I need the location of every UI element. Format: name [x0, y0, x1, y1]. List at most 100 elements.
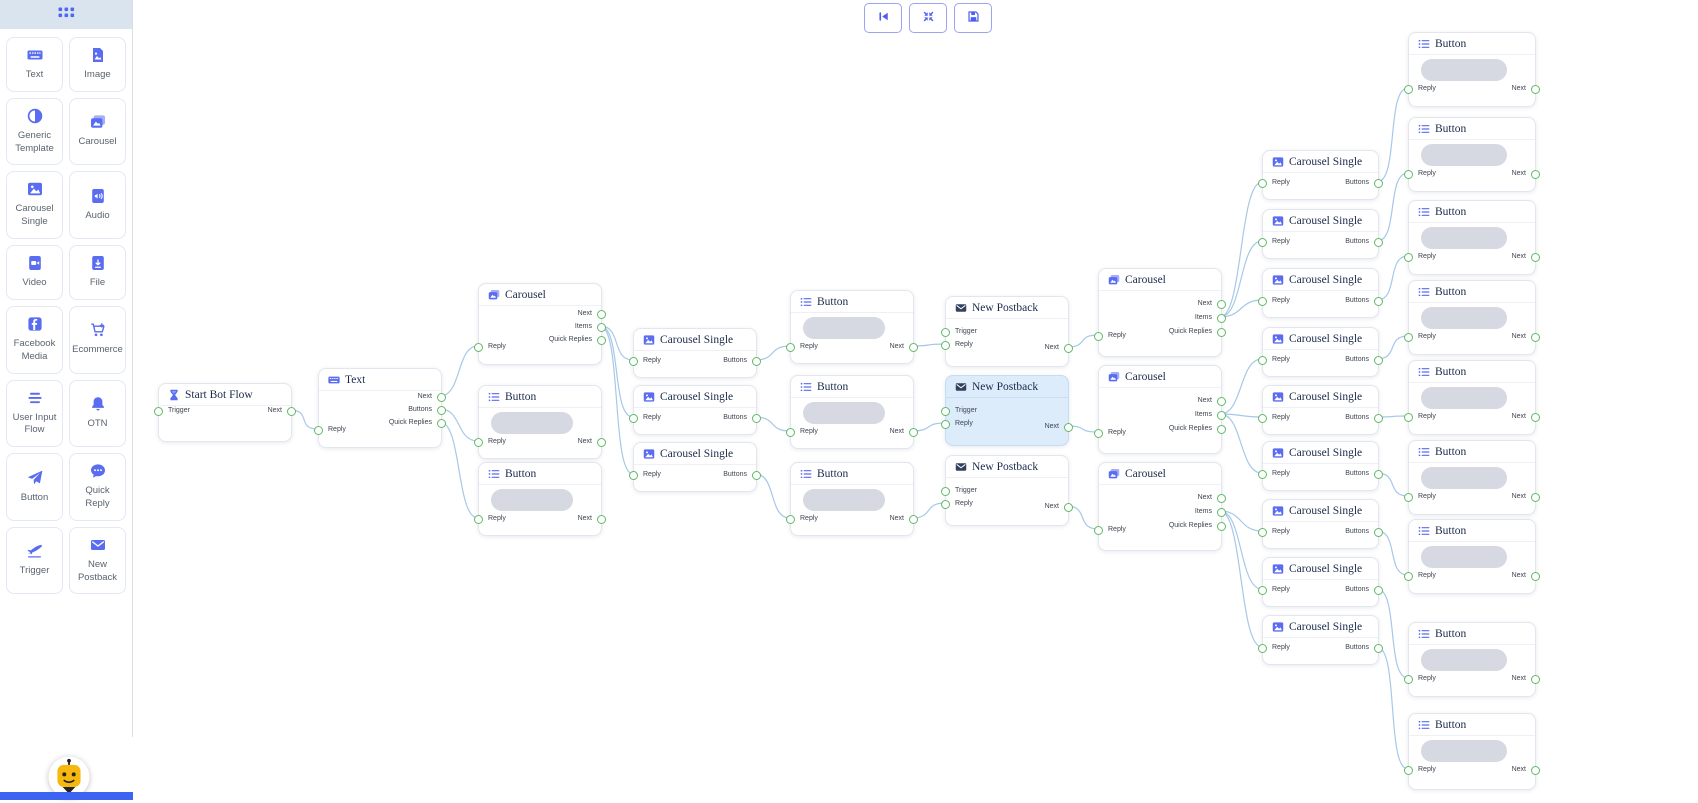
port-reply[interactable]	[941, 420, 950, 429]
port-items[interactable]	[1217, 508, 1226, 517]
port-next[interactable]	[909, 515, 918, 524]
port-buttons[interactable]	[1374, 297, 1383, 306]
port-buttons[interactable]	[1374, 179, 1383, 188]
port-trigger[interactable]	[941, 407, 950, 416]
port-reply[interactable]	[314, 426, 323, 435]
port-buttons[interactable]	[1374, 470, 1383, 479]
port-next[interactable]	[1531, 766, 1540, 775]
port-reply[interactable]	[1404, 766, 1413, 775]
port-reply[interactable]	[1404, 253, 1413, 262]
palette-item-audio[interactable]: Audio	[69, 171, 126, 240]
port-next[interactable]	[1531, 675, 1540, 684]
port-reply[interactable]	[474, 515, 483, 524]
port-next[interactable]	[1531, 413, 1540, 422]
palette-item-facebook-media[interactable]: Facebook Media	[6, 305, 63, 374]
palette-item-carousel[interactable]: Carousel	[69, 97, 126, 166]
port-reply[interactable]	[1258, 644, 1267, 653]
palette-item-trigger[interactable]: Trigger	[6, 526, 63, 595]
save-button[interactable]	[954, 3, 992, 33]
port-items[interactable]	[1217, 411, 1226, 420]
port-next[interactable]	[1217, 397, 1226, 406]
port-items[interactable]	[1217, 314, 1226, 323]
port-buttons[interactable]	[1374, 414, 1383, 423]
port-reply[interactable]	[1404, 85, 1413, 94]
palette-item-text[interactable]: Text	[6, 37, 63, 92]
chat-bot-launcher[interactable]	[48, 756, 90, 798]
palette-item-carousel-single[interactable]: Carousel Single	[6, 171, 63, 240]
port-reply[interactable]	[1258, 297, 1267, 306]
port-reply[interactable]	[629, 357, 638, 366]
palette-item-user-input-flow[interactable]: User Input Flow	[6, 379, 63, 448]
palette-item-generic-template[interactable]: Generic Template	[6, 97, 63, 166]
palette-item-new-postback[interactable]: New Postback	[69, 526, 126, 595]
port-reply[interactable]	[629, 414, 638, 423]
port-next[interactable]	[1064, 503, 1073, 512]
port-reply[interactable]	[786, 343, 795, 352]
port-reply[interactable]	[1094, 332, 1103, 341]
port-next[interactable]	[597, 515, 606, 524]
port-reply[interactable]	[1094, 526, 1103, 535]
port-next[interactable]	[597, 438, 606, 447]
port-next[interactable]	[1531, 493, 1540, 502]
port-reply[interactable]	[474, 438, 483, 447]
port-reply[interactable]	[1258, 586, 1267, 595]
port-reply[interactable]	[1094, 429, 1103, 438]
port-next[interactable]	[909, 428, 918, 437]
port-quick-replies[interactable]	[1217, 425, 1226, 434]
palette-item-otn[interactable]: OTN	[69, 379, 126, 448]
port-trigger[interactable]	[941, 328, 950, 337]
port-reply[interactable]	[1404, 413, 1413, 422]
port-reply[interactable]	[629, 471, 638, 480]
port-reply[interactable]	[786, 515, 795, 524]
port-reply[interactable]	[1404, 170, 1413, 179]
port-next[interactable]	[909, 343, 918, 352]
port-buttons[interactable]	[1374, 528, 1383, 537]
port-reply[interactable]	[786, 428, 795, 437]
port-buttons[interactable]	[437, 406, 446, 415]
port-next[interactable]	[1064, 423, 1073, 432]
port-buttons[interactable]	[752, 414, 761, 423]
port-next[interactable]	[1064, 344, 1073, 353]
palette-item-video[interactable]: Video	[6, 245, 63, 300]
port-quick-replies[interactable]	[597, 336, 606, 345]
port-quick-replies[interactable]	[1217, 328, 1226, 337]
port-reply[interactable]	[1404, 572, 1413, 581]
port-next[interactable]	[1531, 572, 1540, 581]
port-reply[interactable]	[1404, 493, 1413, 502]
palette-item-ecommerce[interactable]: Ecommerce	[69, 305, 126, 374]
fit-view-button[interactable]	[909, 3, 947, 33]
port-reply[interactable]	[1258, 238, 1267, 247]
port-quick-replies[interactable]	[1217, 522, 1226, 531]
port-buttons[interactable]	[752, 471, 761, 480]
port-reply[interactable]	[941, 341, 950, 350]
port-buttons[interactable]	[1374, 238, 1383, 247]
port-reply[interactable]	[1258, 414, 1267, 423]
